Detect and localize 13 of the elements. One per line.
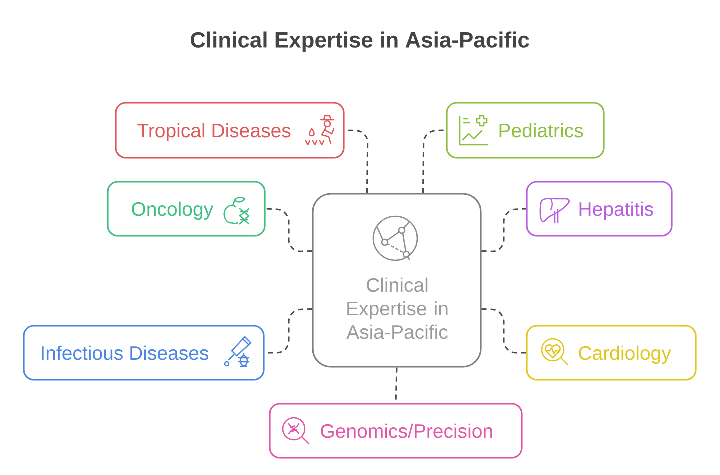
topic-box: Genomics/Precision: [269, 403, 523, 459]
topic-box: Oncology: [107, 181, 266, 237]
topic-box: Tropical Diseases: [115, 102, 345, 159]
topic-box: Hepatitis: [526, 181, 673, 237]
connector: [422, 130, 446, 194]
connector: [482, 308, 526, 354]
connector: [482, 208, 526, 252]
topic-box: Cardiology: [526, 325, 697, 381]
topic-box: Infectious Diseases: [23, 325, 265, 381]
central-box: Clinical Expertise in Asia-Pacific: [312, 193, 482, 368]
connector: [266, 208, 312, 252]
title: Clinical Expertise in Asia-Pacific: [190, 32, 530, 52]
topic-box: Pediatrics: [446, 102, 605, 159]
